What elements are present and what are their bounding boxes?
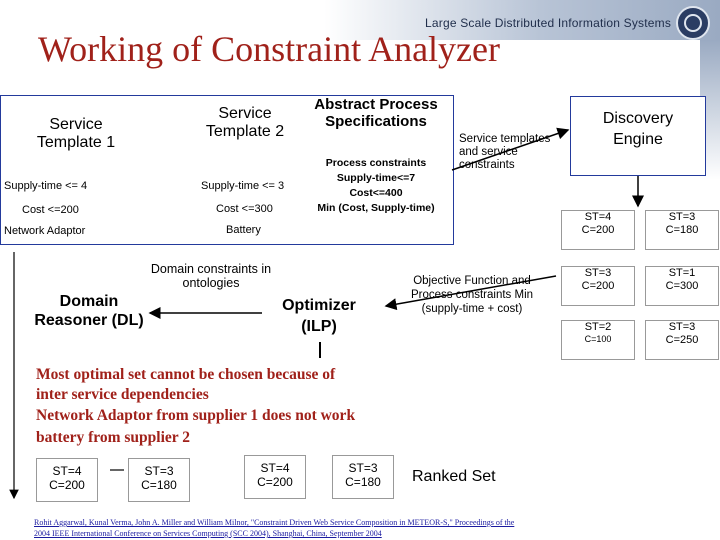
template2-battery: Battery xyxy=(226,224,261,236)
candidate-c: C=100 xyxy=(584,334,612,345)
process-objective: Min (Cost, Supply-time) xyxy=(317,202,435,214)
domain-constraints-label: Domain constraints in ontologies xyxy=(150,262,272,291)
candidate-cell: ST=4 C=200 xyxy=(561,210,635,250)
ranked-item: ST=3 C=180 xyxy=(128,458,190,502)
ranked-c: C=200 xyxy=(257,475,293,490)
spec-to-engine-arrow xyxy=(451,127,570,171)
candidate-c: C=300 xyxy=(665,280,699,293)
discovery-engine-box: Discovery Engine xyxy=(570,96,706,176)
candidate-st: ST=3 xyxy=(668,211,696,223)
ranked-item: ST=3 C=180 xyxy=(332,455,394,499)
ranked-item: ST=4 C=200 xyxy=(36,458,98,502)
candidate-cell: ST=3 C=250 xyxy=(645,320,719,360)
candidate-c: C=250 xyxy=(665,334,699,347)
candidate-cell: ST=3 C=180 xyxy=(645,210,719,250)
ranked-c: C=180 xyxy=(345,475,381,490)
grid-to-optimizer-arrow xyxy=(384,275,557,311)
candidate-c: C=180 xyxy=(665,224,699,237)
template2-title: Service Template 2 xyxy=(205,105,285,141)
candidate-c: C=200 xyxy=(581,280,615,293)
candidate-st: ST=2 xyxy=(584,321,612,333)
template1-title: Service Template 1 xyxy=(36,116,116,152)
ranked-st: ST=4 xyxy=(52,464,82,478)
template1-supply: Supply-time <= 4 xyxy=(4,180,88,192)
org-name: Large Scale Distributed Information Syst… xyxy=(425,16,672,30)
candidate-st: ST=3 xyxy=(584,267,612,279)
service-templates-label: Service templates and service constraint… xyxy=(459,133,551,172)
ranked-st: ST=3 xyxy=(144,464,174,478)
ranked-set-label: Ranked Set xyxy=(412,468,496,485)
ranked-st: ST=3 xyxy=(348,461,378,475)
process-constraints-label: Process constraints xyxy=(325,157,427,169)
citation-line-1[interactable]: Rohit Aggarwal, Kunal Verma, John A. Mil… xyxy=(34,518,515,527)
template1-cost: Cost <=200 xyxy=(22,204,79,216)
process-cost-constraint: Cost<=400 xyxy=(349,187,403,199)
process-supply-constraint: Supply-time<=7 xyxy=(336,172,416,184)
candidate-st: ST=3 xyxy=(668,321,696,333)
specification-panel xyxy=(0,95,454,245)
ranked-item: ST=4 C=200 xyxy=(244,455,306,499)
note-line-1: Most optimal set cannot be chosen becaus… xyxy=(36,366,336,383)
template2-cost: Cost <=300 xyxy=(216,203,273,215)
candidate-st: ST=1 xyxy=(668,267,696,279)
abstract-spec-title: Abstract Process Specifications xyxy=(314,96,438,131)
candidate-c: C=200 xyxy=(581,224,615,237)
domain-reasoner: Domain Reasoner (DL) xyxy=(34,293,144,330)
ranked-c: C=200 xyxy=(49,478,85,493)
header-bar xyxy=(0,0,720,40)
objective-function: Objective Function and Process constrain… xyxy=(410,275,534,315)
candidate-cell: ST=1 C=300 xyxy=(645,266,719,306)
note-line-2: inter service dependencies xyxy=(36,386,209,403)
ranked-st: ST=4 xyxy=(260,461,290,475)
candidate-st: ST=4 xyxy=(584,211,612,223)
ranked-c: C=180 xyxy=(141,478,177,493)
candidate-cell: ST=3 C=200 xyxy=(561,266,635,306)
candidate-cell: ST=2 C=100 xyxy=(561,320,635,360)
note-line-4: battery from supplier 2 xyxy=(36,429,190,446)
slide-title: Working of Constraint Analyzer xyxy=(38,29,501,69)
note-line-3: Network Adaptor from supplier 1 does not… xyxy=(36,407,356,424)
template2-supply: Supply-time <= 3 xyxy=(201,180,285,192)
citation-line-2[interactable]: 2004 IEEE International Conference on Se… xyxy=(34,529,382,538)
logo-inner-ring xyxy=(684,14,702,32)
template1-adaptor: Network Adaptor xyxy=(4,225,86,237)
optimizer: Optimizer (ILP) xyxy=(282,297,356,335)
